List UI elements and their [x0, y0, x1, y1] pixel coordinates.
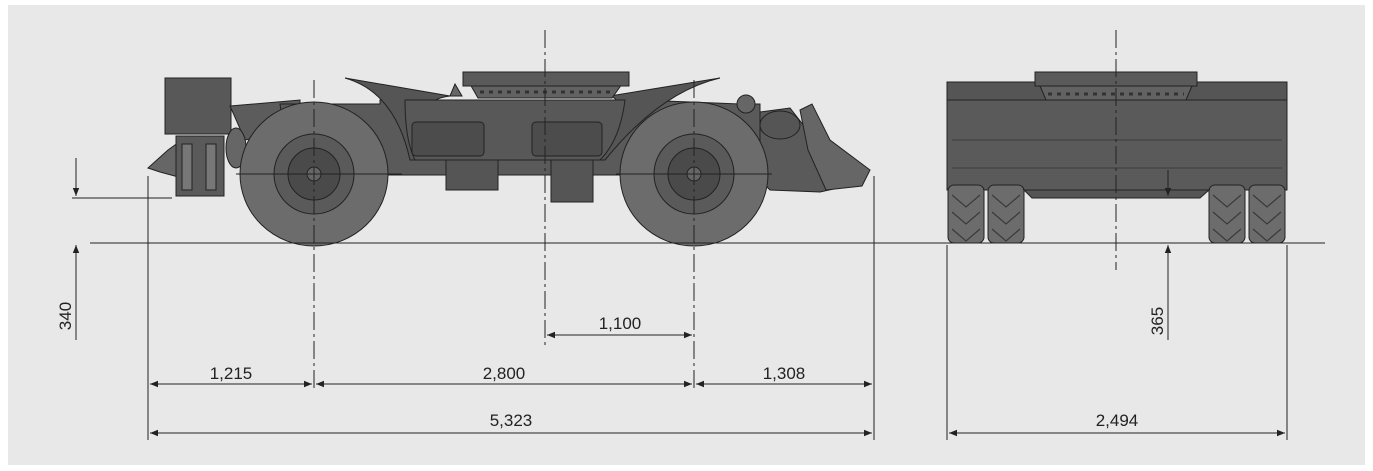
dim-front-overhang: 1,215 [210, 364, 253, 383]
tyre-tread [951, 194, 1282, 242]
dim-ground-clearance-side: 340 [56, 302, 75, 330]
rear-view [946, 71, 1288, 244]
dim-overall-length: 5,323 [490, 411, 533, 430]
front-hydraulic [759, 110, 801, 140]
dim-ground-clearance-rear: 365 [1148, 307, 1167, 335]
rear-frame-post-inner2 [205, 143, 217, 191]
front-bracket [449, 82, 463, 97]
rear-view-tyre-4 [1248, 184, 1286, 244]
rear-frame-post-inner [181, 143, 193, 191]
rear-view-axle [1022, 189, 1211, 199]
battery-box [550, 159, 594, 203]
rear-view-tyre-3 [1208, 184, 1246, 244]
dim-wheelbase: 2,800 [483, 364, 526, 383]
fuel-tank [445, 159, 499, 191]
reference-lines [72, 30, 1325, 440]
front-bucket [799, 103, 871, 191]
rear-view-tyre-1 [947, 184, 985, 244]
dim-overall-width: 2,494 [1096, 411, 1139, 430]
front-pivot [736, 94, 756, 114]
body-window-left [411, 121, 485, 157]
fifth-wheel-plate [462, 71, 630, 87]
rear-box [164, 77, 232, 135]
dim-rear-overhang: 1,308 [763, 364, 806, 383]
body-window-right [531, 121, 603, 157]
dim-fifth-wheel-offset: 1,100 [599, 314, 642, 333]
rear-view-tyre-2 [987, 184, 1025, 244]
